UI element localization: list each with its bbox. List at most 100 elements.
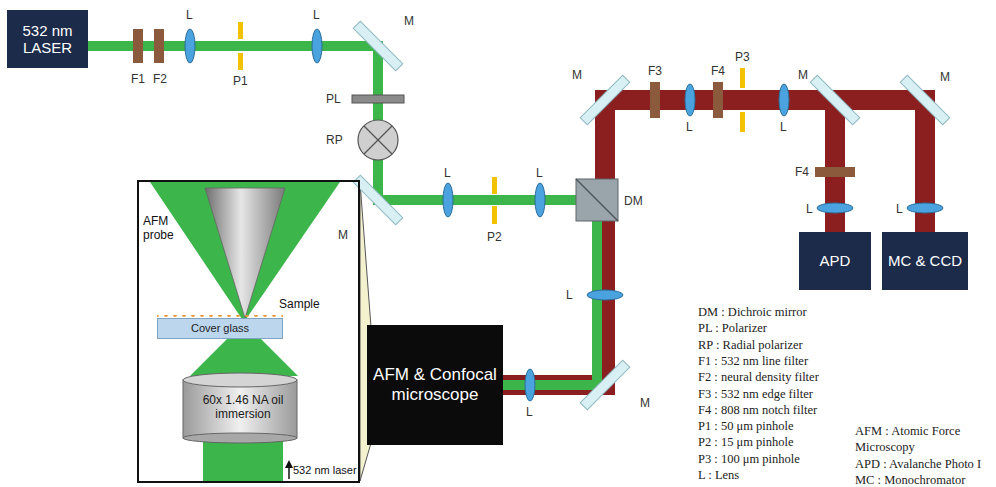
afm-probe (205, 188, 285, 318)
lens (907, 203, 943, 213)
radial-polarizer-disc (358, 120, 398, 160)
node-text: Sample (279, 298, 349, 312)
arrow-head (285, 460, 293, 468)
part-label: M (798, 68, 808, 82)
pinhole (238, 53, 243, 70)
part-label: L (566, 288, 573, 302)
legend-text: MC : Monochromator (855, 473, 965, 487)
lens (817, 203, 853, 213)
mirror (353, 21, 402, 70)
node-text: AFM & Confocal microscope (371, 365, 499, 404)
part-label: L (313, 8, 320, 22)
legend-text: F3 : 532 nm edge filter (698, 387, 813, 401)
dichroic-mirror (576, 179, 618, 221)
part-label: P1 (233, 74, 248, 88)
objective-top (183, 373, 297, 387)
filter (713, 82, 723, 118)
beam-column (203, 440, 283, 481)
lens (525, 369, 535, 401)
objective-bottom (183, 433, 297, 443)
legend-text: P3 : 100 μm pinhole (698, 452, 800, 466)
part-label: M (640, 396, 650, 410)
mirror (353, 175, 402, 224)
filter (133, 29, 143, 63)
node-text: 60x 1.46 NA oil immersion (186, 394, 300, 422)
lens (443, 183, 453, 217)
part-label: L (896, 202, 903, 216)
legend-text: P1 : 50 μm pinhole (698, 419, 794, 433)
pinhole (492, 177, 497, 194)
lens (779, 84, 789, 116)
part-label: F2 (153, 72, 167, 86)
pinhole (740, 112, 745, 132)
part-label: M (572, 68, 582, 82)
legend-text: AFM : Atomic Force (855, 424, 960, 438)
polarizer (352, 95, 404, 103)
lens (685, 84, 695, 116)
radial-polarizer (358, 120, 398, 160)
filters (133, 29, 855, 177)
legend-text: APD : Avalanche Photo I (855, 457, 981, 471)
lens (312, 29, 322, 63)
lenses (185, 29, 943, 401)
node-text: Cover glass (191, 322, 249, 335)
legend-text: F4 : 808 nm notch filter (698, 403, 817, 417)
node-text: AFM probe (143, 215, 199, 243)
lens (185, 29, 195, 63)
lens (587, 290, 623, 300)
legend-text: PL : Polarizer (698, 321, 767, 335)
legend-text: DM : Dichroic mirror (698, 305, 807, 319)
light-beam (503, 100, 835, 385)
node-text: MC & CCD (888, 252, 962, 269)
legend-text: F1 : 532 nm line filter (698, 354, 808, 368)
light-beam (503, 100, 925, 385)
inset-ground (137, 180, 360, 483)
legend-text: L : Lens (698, 468, 739, 482)
legend-text: F2 : neural density filter (698, 370, 819, 384)
part-label: M (338, 228, 348, 242)
node-text: APD (820, 252, 851, 269)
mirror (580, 360, 629, 409)
filter (650, 82, 660, 118)
part-label: M (940, 70, 950, 84)
legend-text: Microscopy (855, 440, 915, 454)
node-text: 532 nm laser (293, 464, 359, 477)
dichroic-diagonal (576, 179, 618, 221)
pinholes (238, 22, 745, 224)
radial-polarizer-line (364, 126, 392, 154)
legend-text: P2 : 15 μm pinhole (698, 435, 794, 449)
part-label: F4 (711, 64, 725, 78)
legend-text: RP : Radial polarizer (698, 338, 803, 352)
pinhole (492, 206, 497, 224)
pinhole (238, 22, 243, 39)
part-label: L (780, 120, 787, 134)
lens (535, 183, 545, 217)
dichroic-cube (576, 179, 618, 221)
mirror (580, 75, 629, 124)
part-label: M (404, 14, 414, 28)
part-label: L (444, 166, 451, 180)
part-label: L (806, 202, 813, 216)
part-label: F4 (795, 165, 809, 179)
part-label: F1 (131, 72, 145, 86)
objective-lens: 60x 1.46 NA oil immersion (182, 372, 304, 444)
part-label: P2 (487, 230, 502, 244)
inset-box: AFM probeSample 532 nm laser Cover glass 60… (137, 180, 360, 483)
mirror (810, 75, 859, 124)
cover-glass: Cover glass (157, 318, 283, 339)
part-label: F3 (648, 64, 662, 78)
part-label: PL (326, 92, 341, 106)
part-label: L (526, 405, 533, 419)
spectrometer-box: MC & CCD (882, 232, 968, 290)
part-label: DM (624, 194, 643, 208)
pinhole (740, 68, 745, 88)
filter (154, 29, 164, 63)
node-text: 532 nm LASER (11, 22, 84, 57)
part-label: L (686, 120, 693, 134)
radial-polarizer-line (364, 126, 392, 154)
part-label: L (186, 8, 193, 22)
laser-box: 532 nm LASER (7, 10, 88, 68)
part-label: RP (326, 133, 343, 147)
microscope-box: AFM & Confocal microscope (367, 325, 503, 445)
